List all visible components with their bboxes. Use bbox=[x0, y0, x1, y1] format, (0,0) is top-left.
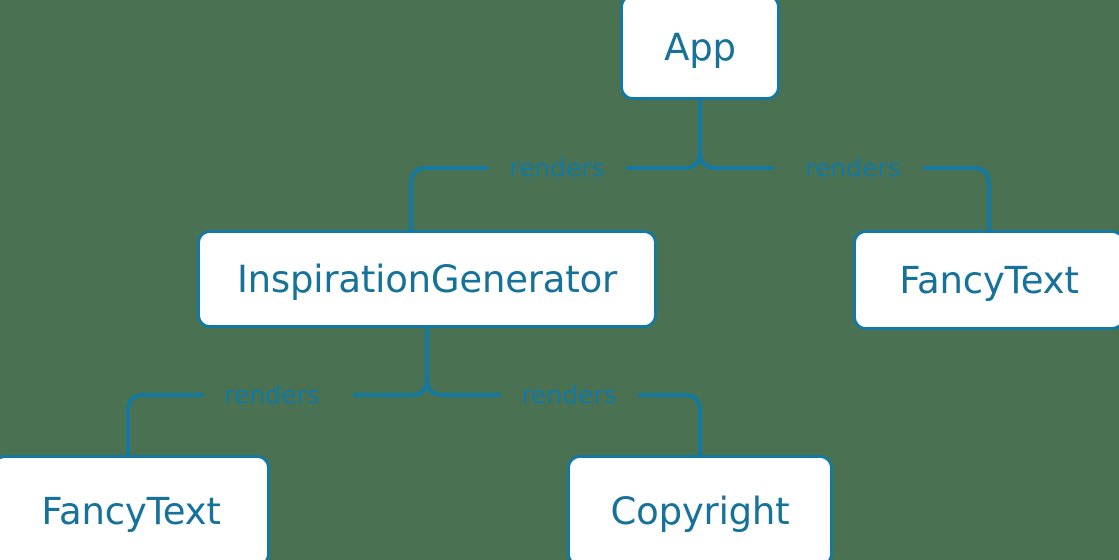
node-copyright-label: Copyright bbox=[610, 489, 790, 533]
node-app[interactable]: App bbox=[620, 0, 780, 100]
edge-rail-upper-left bbox=[409, 166, 489, 232]
edge-rail-upper-right bbox=[923, 166, 991, 232]
node-inspiration-generator-label: InspirationGenerator bbox=[236, 257, 618, 301]
edge-label-app-to-fancytext-right: renders bbox=[805, 153, 901, 183]
node-fancytext-left-label: FancyText bbox=[41, 489, 221, 533]
edge-app-to-inspiration bbox=[626, 150, 702, 170]
node-fancytext-right-label: FancyText bbox=[899, 258, 1079, 302]
edge-rail-lower-left bbox=[126, 393, 204, 457]
edge-label-app-to-inspiration: renders bbox=[509, 153, 605, 183]
edge-rail-lower-right bbox=[638, 393, 702, 457]
edge-label-inspiration-to-copyright: renders bbox=[521, 380, 617, 410]
node-inspiration-generator[interactable]: InspirationGenerator bbox=[197, 230, 657, 328]
edge-app-to-fancytext-right bbox=[698, 150, 774, 170]
edge-label-inspiration-to-fancytext-left: renders bbox=[224, 380, 320, 410]
node-fancytext-left[interactable]: FancyText bbox=[0, 455, 270, 560]
node-fancytext-right[interactable]: FancyText bbox=[853, 230, 1119, 330]
edge-inspiration-to-copyright bbox=[425, 377, 501, 397]
edge-inspiration-to-fancytext-left bbox=[353, 377, 429, 397]
node-app-label: App bbox=[664, 25, 736, 69]
node-copyright[interactable]: Copyright bbox=[567, 455, 833, 560]
